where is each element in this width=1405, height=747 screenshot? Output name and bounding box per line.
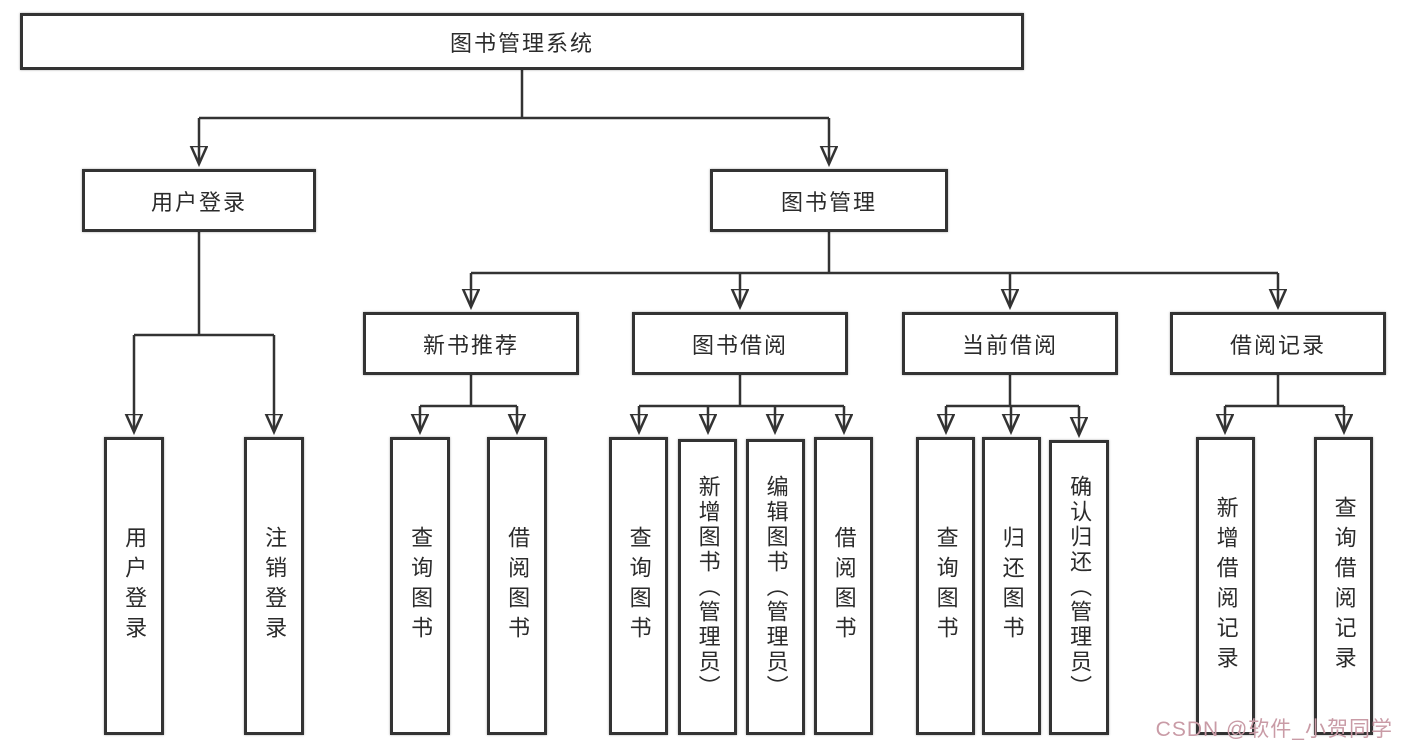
leaf-bb-borrow-books: 借阅图书 xyxy=(814,437,873,735)
leaf-user-login-label: 用户登录 xyxy=(122,526,148,646)
connector-current-borrow-bus xyxy=(946,375,1079,408)
leaf-bb-edit-books-admin-label: 编辑图书（管理员） xyxy=(763,474,789,700)
node-new-book-recommend-label: 新书推荐 xyxy=(422,332,519,358)
connector-root-bus xyxy=(199,70,829,120)
node-book-borrow-label: 图书借阅 xyxy=(691,332,788,358)
node-book-management: 图书管理 xyxy=(710,169,948,232)
node-borrow-records-label: 借阅记录 xyxy=(1229,332,1326,358)
node-borrow-records: 借阅记录 xyxy=(1170,312,1386,375)
leaf-bb-query-books: 查询图书 xyxy=(609,437,668,735)
leaf-nb-borrow-books: 借阅图书 xyxy=(487,437,547,735)
leaf-cb-return-books: 归还图书 xyxy=(982,437,1041,735)
csdn-watermark: CSDN @软件_小贺同学 xyxy=(1155,718,1393,741)
leaf-user-login: 用户登录 xyxy=(104,437,164,735)
connector-book-borrow-bus xyxy=(639,375,844,408)
node-book-borrow: 图书借阅 xyxy=(632,312,848,375)
leaf-cb-return-books-label: 归还图书 xyxy=(999,526,1025,646)
leaf-br-add-record: 新增借阅记录 xyxy=(1196,437,1255,735)
leaf-bb-add-books-admin: 新增图书（管理员） xyxy=(678,439,737,735)
leaf-cb-query-books: 查询图书 xyxy=(916,437,975,735)
node-user-login-label: 用户登录 xyxy=(150,189,247,215)
leaf-bb-query-books-label: 查询图书 xyxy=(626,526,652,646)
leaf-cb-query-books-label: 查询图书 xyxy=(933,526,959,646)
leaf-cb-confirm-return-admin-label: 确认归还（管理员） xyxy=(1067,475,1093,700)
connector-new-book-bus xyxy=(420,375,517,408)
leaf-br-add-record-label: 新增借阅记录 xyxy=(1213,496,1239,676)
leaf-logout-login: 注销登录 xyxy=(244,437,304,735)
node-user-login: 用户登录 xyxy=(82,169,316,232)
node-root-system: 图书管理系统 xyxy=(20,13,1024,70)
leaf-bb-edit-books-admin: 编辑图书（管理员） xyxy=(746,439,805,735)
node-book-management-label: 图书管理 xyxy=(780,189,877,215)
leaf-br-query-record-label: 查询借阅记录 xyxy=(1331,496,1357,676)
leaf-bb-add-books-admin-label: 新增图书（管理员） xyxy=(695,474,721,700)
node-current-borrow-label: 当前借阅 xyxy=(961,332,1058,358)
connector-book-management-bus xyxy=(471,232,1278,275)
node-new-book-recommend: 新书推荐 xyxy=(363,312,579,375)
node-root-system-label: 图书管理系统 xyxy=(449,30,594,56)
connector-borrow-records-bus xyxy=(1225,375,1344,408)
leaf-logout-login-label: 注销登录 xyxy=(262,526,288,646)
node-current-borrow: 当前借阅 xyxy=(902,312,1118,375)
leaf-nb-query-books-label: 查询图书 xyxy=(408,526,434,646)
leaf-nb-borrow-books-label: 借阅图书 xyxy=(505,526,531,646)
connector-user-login-bus xyxy=(134,232,274,337)
leaf-bb-borrow-books-label: 借阅图书 xyxy=(831,526,857,646)
leaf-br-query-record: 查询借阅记录 xyxy=(1314,437,1373,735)
leaf-nb-query-books: 查询图书 xyxy=(390,437,450,735)
leaf-cb-confirm-return-admin: 确认归还（管理员） xyxy=(1049,440,1109,735)
